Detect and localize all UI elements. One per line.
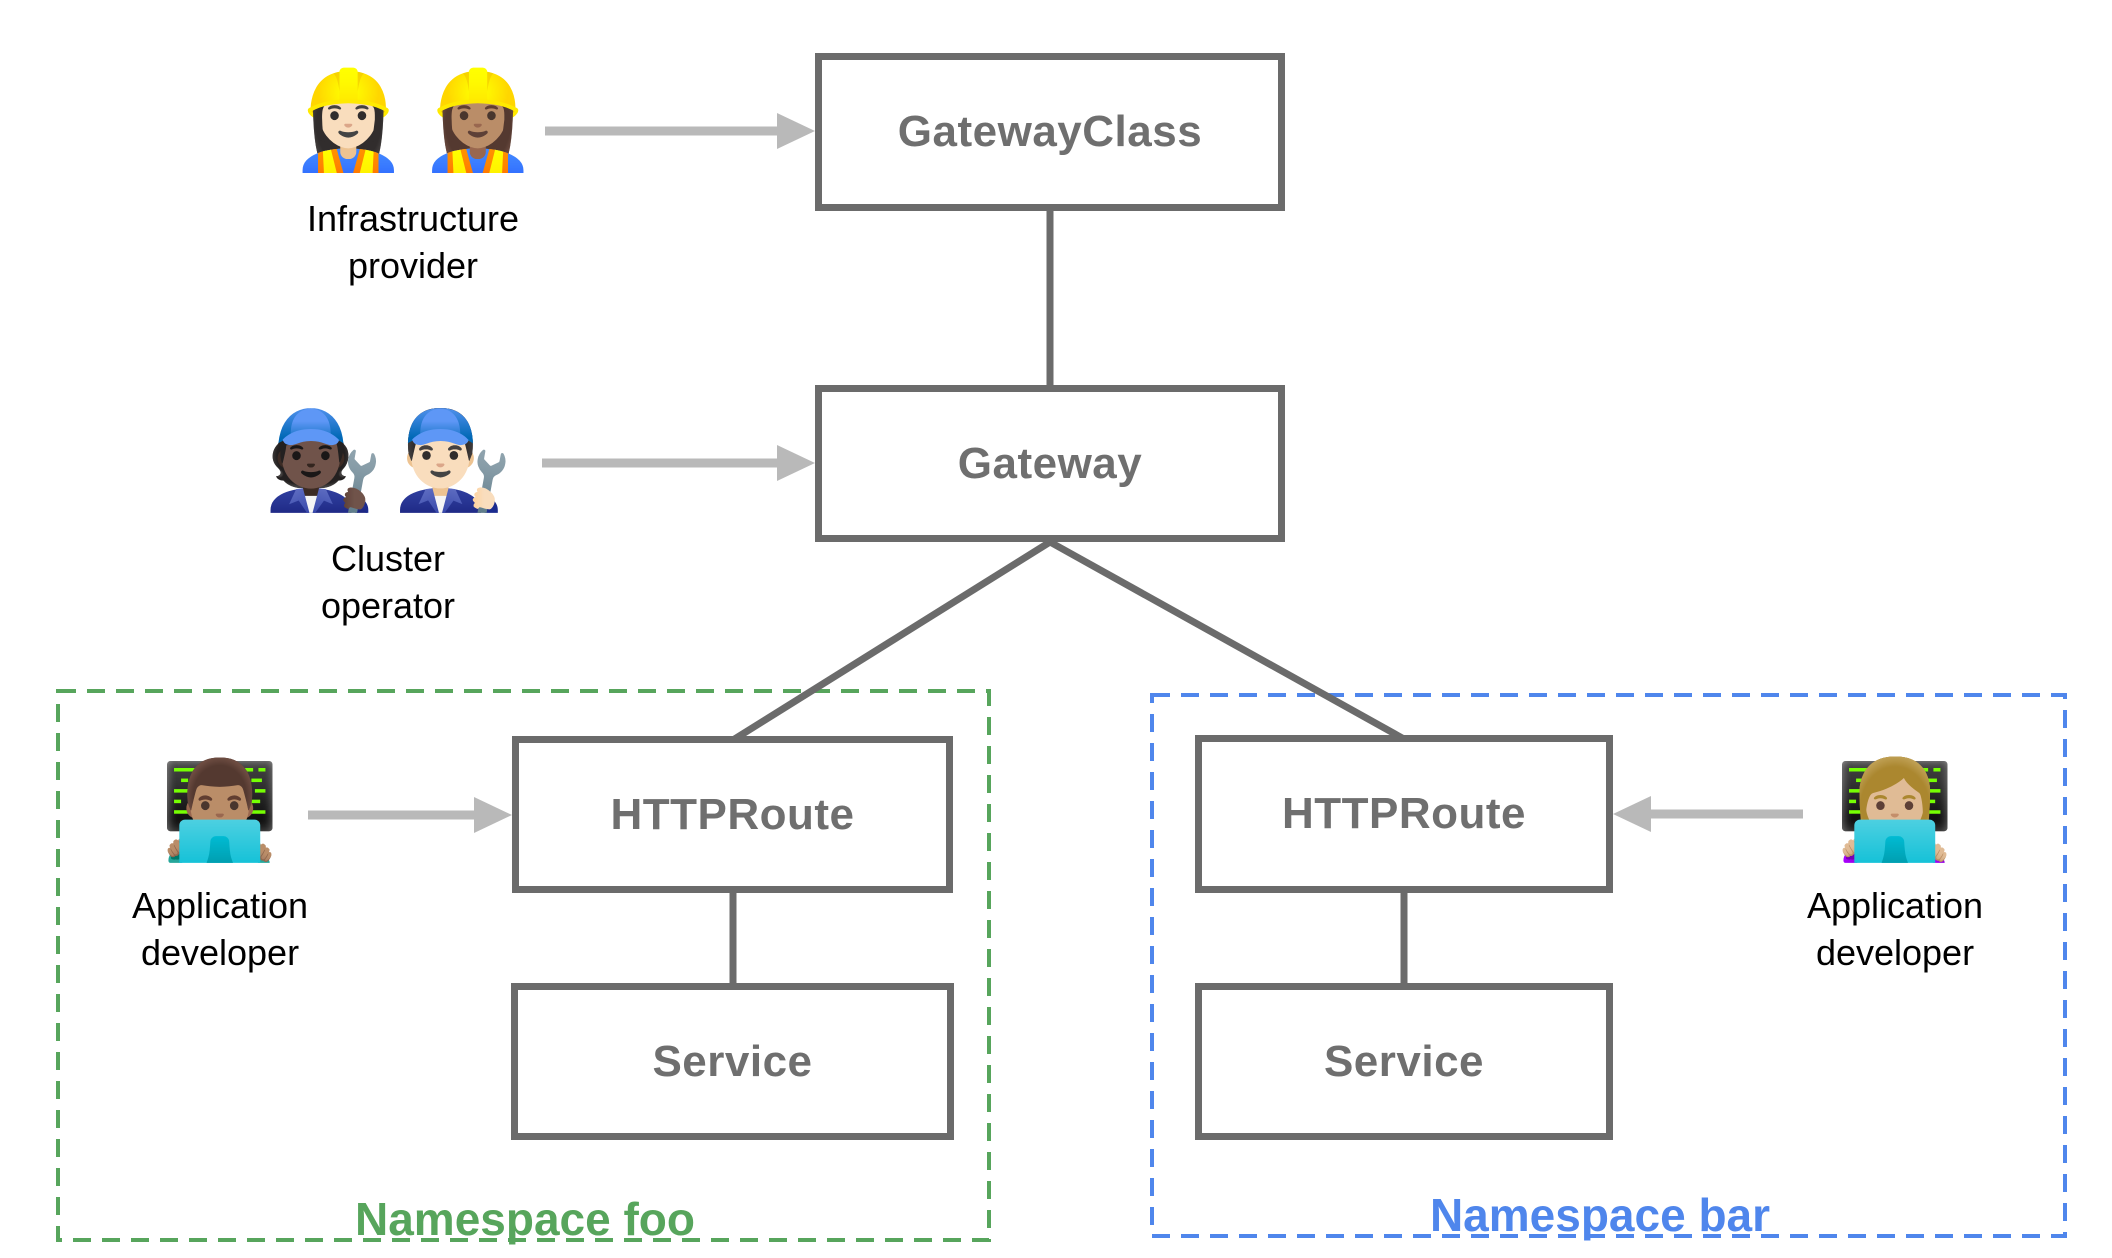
woman-construction-worker-medium-icon: 👷🏽‍♀️ bbox=[418, 64, 538, 176]
app-developer-bar-arrow bbox=[1613, 796, 1803, 832]
app-developer-foo-arrow bbox=[308, 797, 512, 833]
node-service-foo-label: Service bbox=[652, 1036, 813, 1086]
woman-technologist-icon: 👩🏼‍💻 bbox=[1835, 754, 1955, 866]
construction-worker-emoji-pair: 👷🏻‍♀️👷🏽‍♀️ bbox=[233, 58, 593, 183]
node-httproute-bar: HTTPRoute bbox=[1195, 735, 1613, 893]
node-gatewayclass: GatewayClass bbox=[815, 53, 1285, 211]
gateway-httproute-bar-connector bbox=[1048, 538, 1406, 743]
man-mechanic-light-icon: 👨🏻‍🔧 bbox=[393, 404, 513, 516]
namespace-foo-border bbox=[56, 689, 991, 1242]
persona-infrastructure-provider: 👷🏻‍♀️👷🏽‍♀️ Infrastructure provider bbox=[233, 58, 593, 289]
persona-app-developer-foo: 👨🏽‍💻 Application developer bbox=[60, 750, 380, 976]
node-httproute-foo-label: HTTPRoute bbox=[610, 789, 855, 839]
persona-cluster-operator: 🧑🏿‍🔧👨🏻‍🔧 Cluster operator bbox=[213, 398, 563, 629]
man-technologist-icon: 👨🏽‍💻 bbox=[160, 754, 280, 866]
cluster-operator-arrow bbox=[542, 445, 815, 481]
persona-app-developer-bar: 👩🏼‍💻 Application developer bbox=[1735, 750, 2055, 976]
node-httproute-bar-label: HTTPRoute bbox=[1281, 789, 1527, 838]
woman-construction-worker-light-icon: 👷🏻‍♀️ bbox=[288, 64, 408, 176]
infrastructure-provider-label: Infrastructure provider bbox=[306, 198, 520, 286]
namespace-foo-label: Namespace foo bbox=[354, 1193, 695, 1245]
node-gatewayclass-label: GatewayClass bbox=[897, 107, 1203, 156]
node-gateway-label: Gateway bbox=[957, 438, 1143, 488]
node-gateway: Gateway bbox=[815, 385, 1285, 542]
app-developer-bar-label: Application developer bbox=[1806, 885, 1984, 973]
app-developer-foo-label: Application developer bbox=[131, 885, 309, 973]
node-httproute-foo: HTTPRoute bbox=[512, 736, 953, 893]
gateway-httproute-foo-connector bbox=[731, 539, 1052, 743]
node-service-bar: Service bbox=[1195, 983, 1613, 1140]
node-service-foo: Service bbox=[511, 983, 954, 1140]
mechanic-dark-icon: 🧑🏿‍🔧 bbox=[263, 404, 383, 516]
node-service-bar-label: Service bbox=[1323, 1036, 1485, 1086]
mechanic-emoji-pair: 🧑🏿‍🔧👨🏻‍🔧 bbox=[213, 398, 563, 523]
namespace-bar-label: Namespace bar bbox=[1429, 1189, 1771, 1241]
cluster-operator-label: Cluster operator bbox=[320, 538, 456, 626]
infrastructure-provider-arrow bbox=[545, 113, 815, 149]
